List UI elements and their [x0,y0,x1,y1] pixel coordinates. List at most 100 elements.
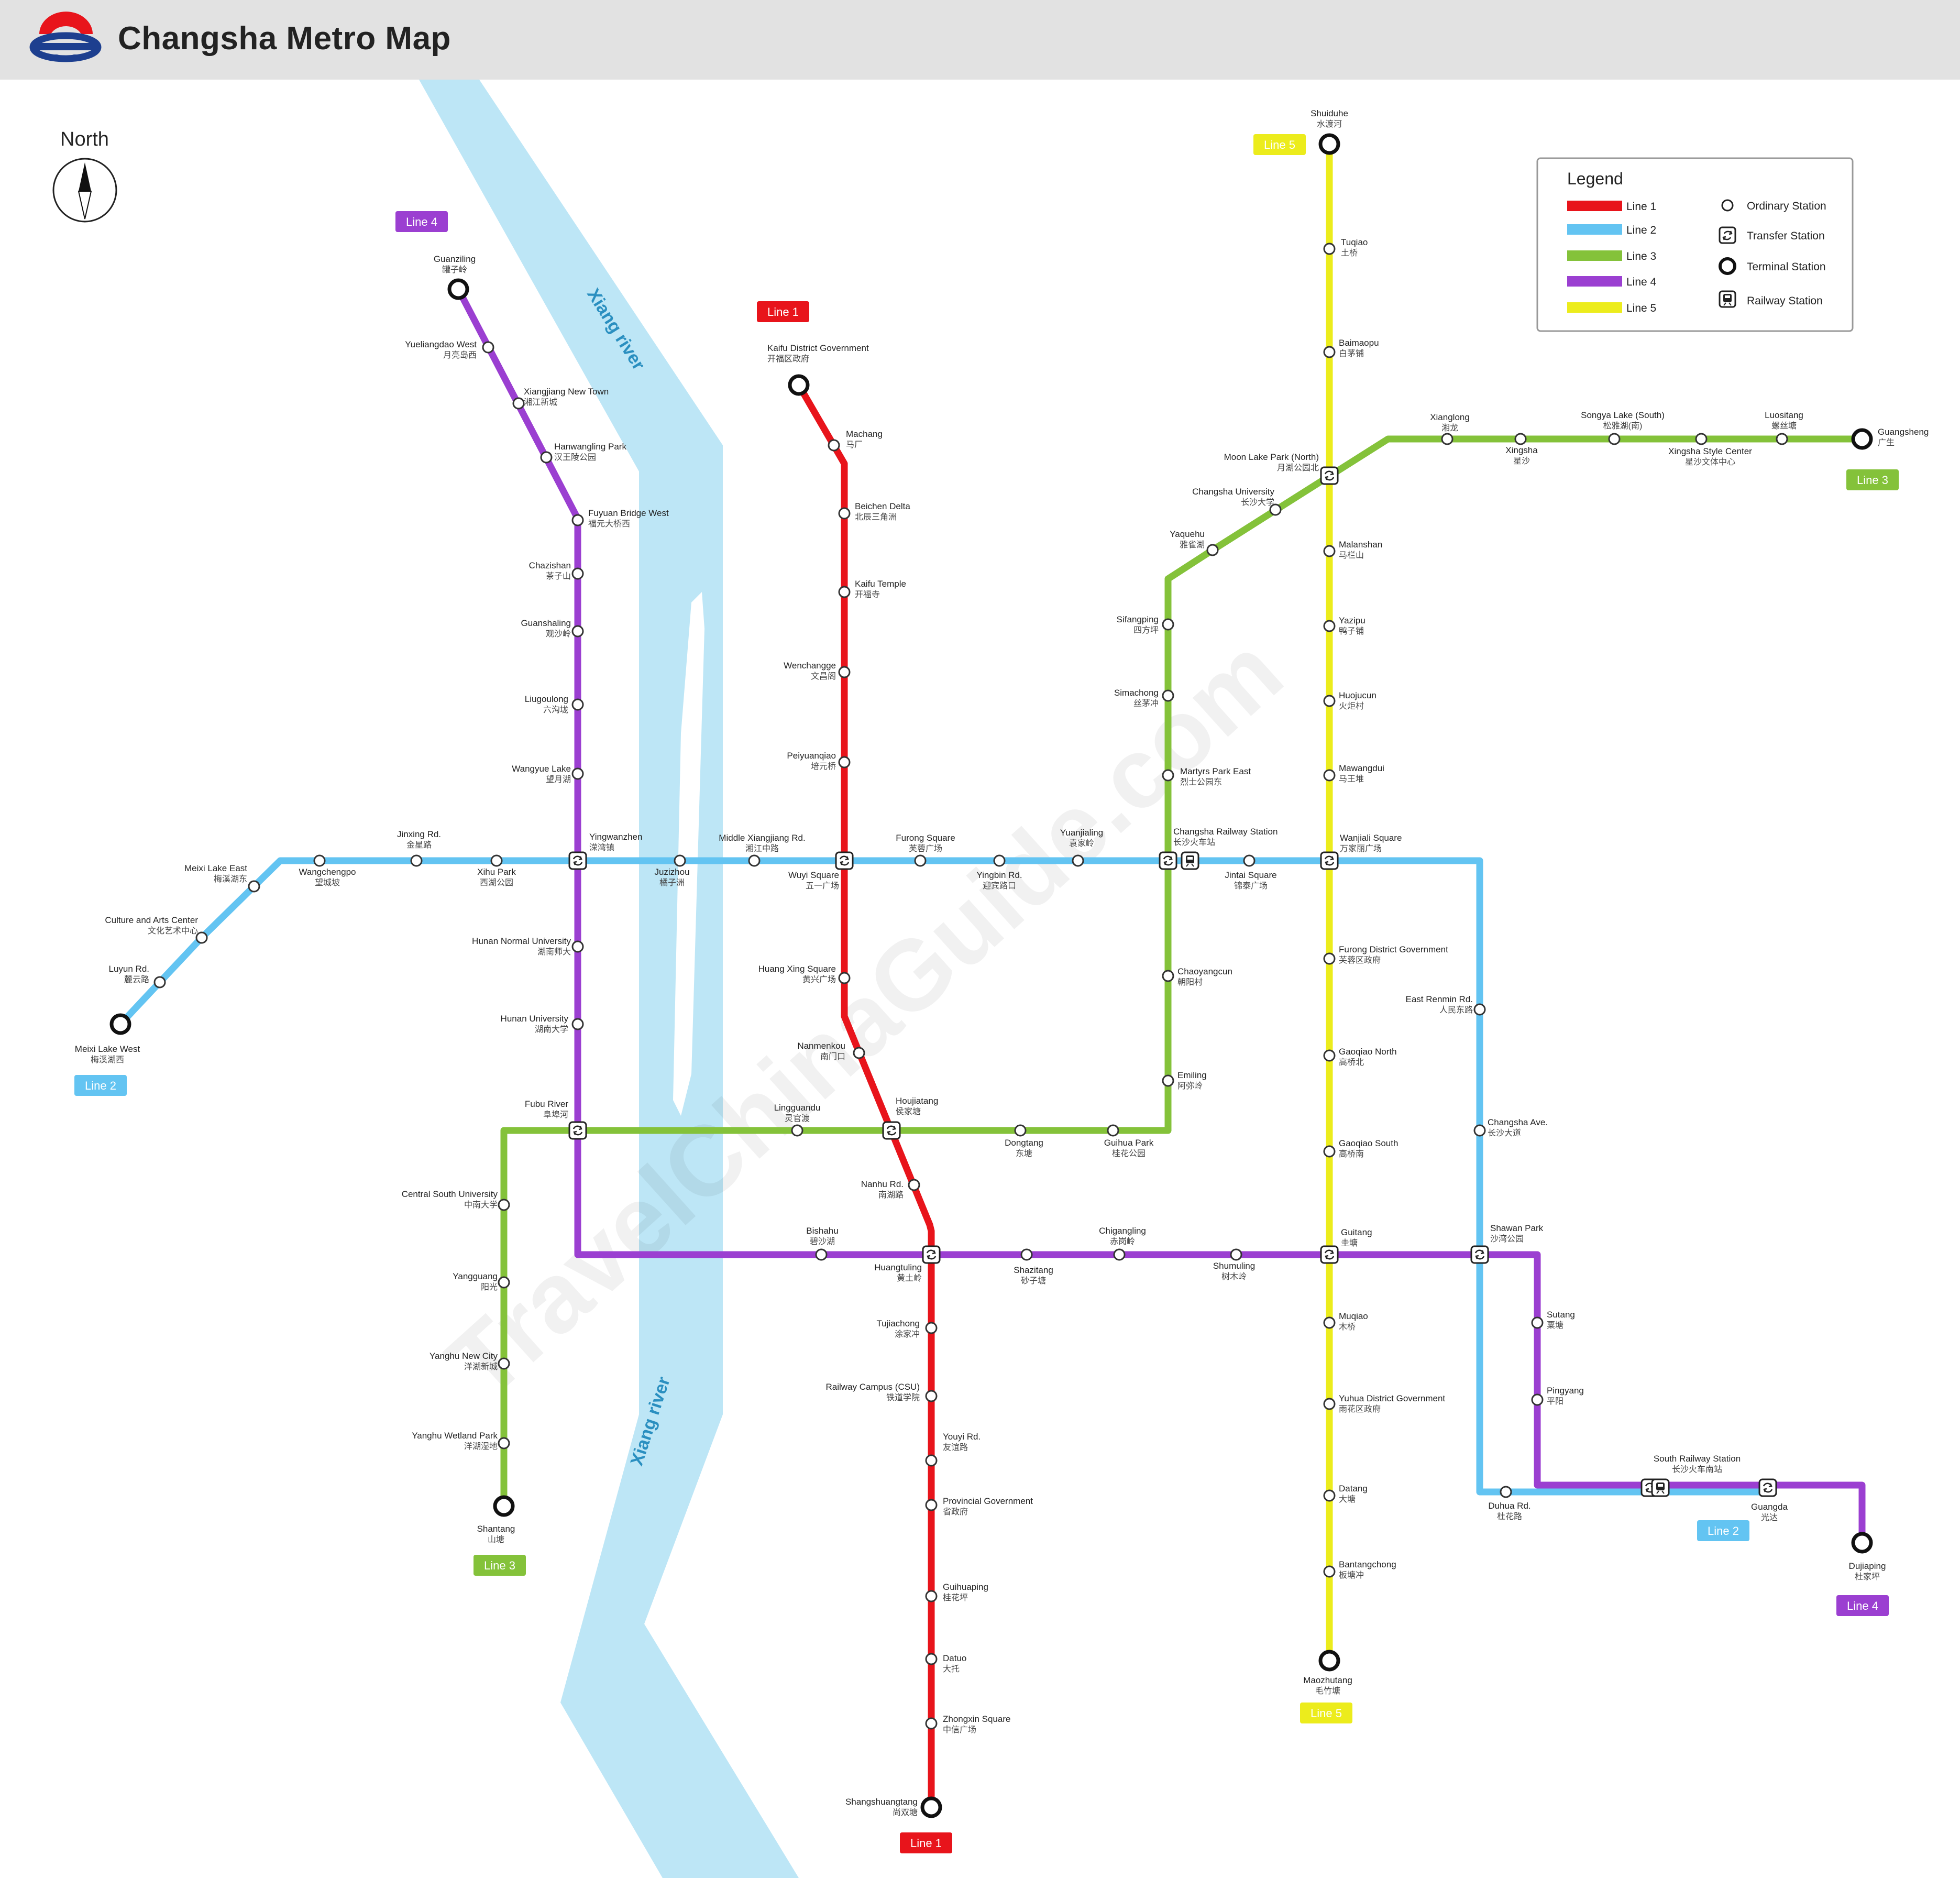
station-changsha-ave[interactable]: Changsha Ave.长沙大道 [1473,1117,1548,1138]
station-moon-lake-park-north[interactable]: Moon Lake Park (North)月湖公园北 [1224,452,1339,485]
station-nanhu-rd[interactable]: Nanhu Rd.南湖路 [861,1179,920,1200]
legend-line-5: Line 5 [1626,302,1656,314]
station-east-renmin-rd[interactable]: East Renmin Rd.人民东路 [1406,994,1486,1016]
station-yingbin-rd[interactable]: Yingbin Rd.迎宾路口 [976,854,1022,891]
station-duhua-rd[interactable]: Duhua Rd.杜花路 [1488,1486,1531,1521]
station-jinxing-rd[interactable]: Jinxing Rd.金星路 [397,829,441,867]
station-luyun-rd[interactable]: Luyun Rd.麓云路 [109,964,166,989]
station-middle-xiangjiang-rd[interactable]: Middle Xiangjiang Rd.湘江中路 [719,833,806,867]
station-youyi-rd[interactable]: Youyi Rd.友谊路 [925,1432,981,1467]
station-songya-lake-south[interactable]: Songya Lake (South)松雅湖(南) [1581,410,1665,445]
station-railway-campus-csu[interactable]: Railway Campus (CSU)铁道学院 [826,1382,938,1402]
